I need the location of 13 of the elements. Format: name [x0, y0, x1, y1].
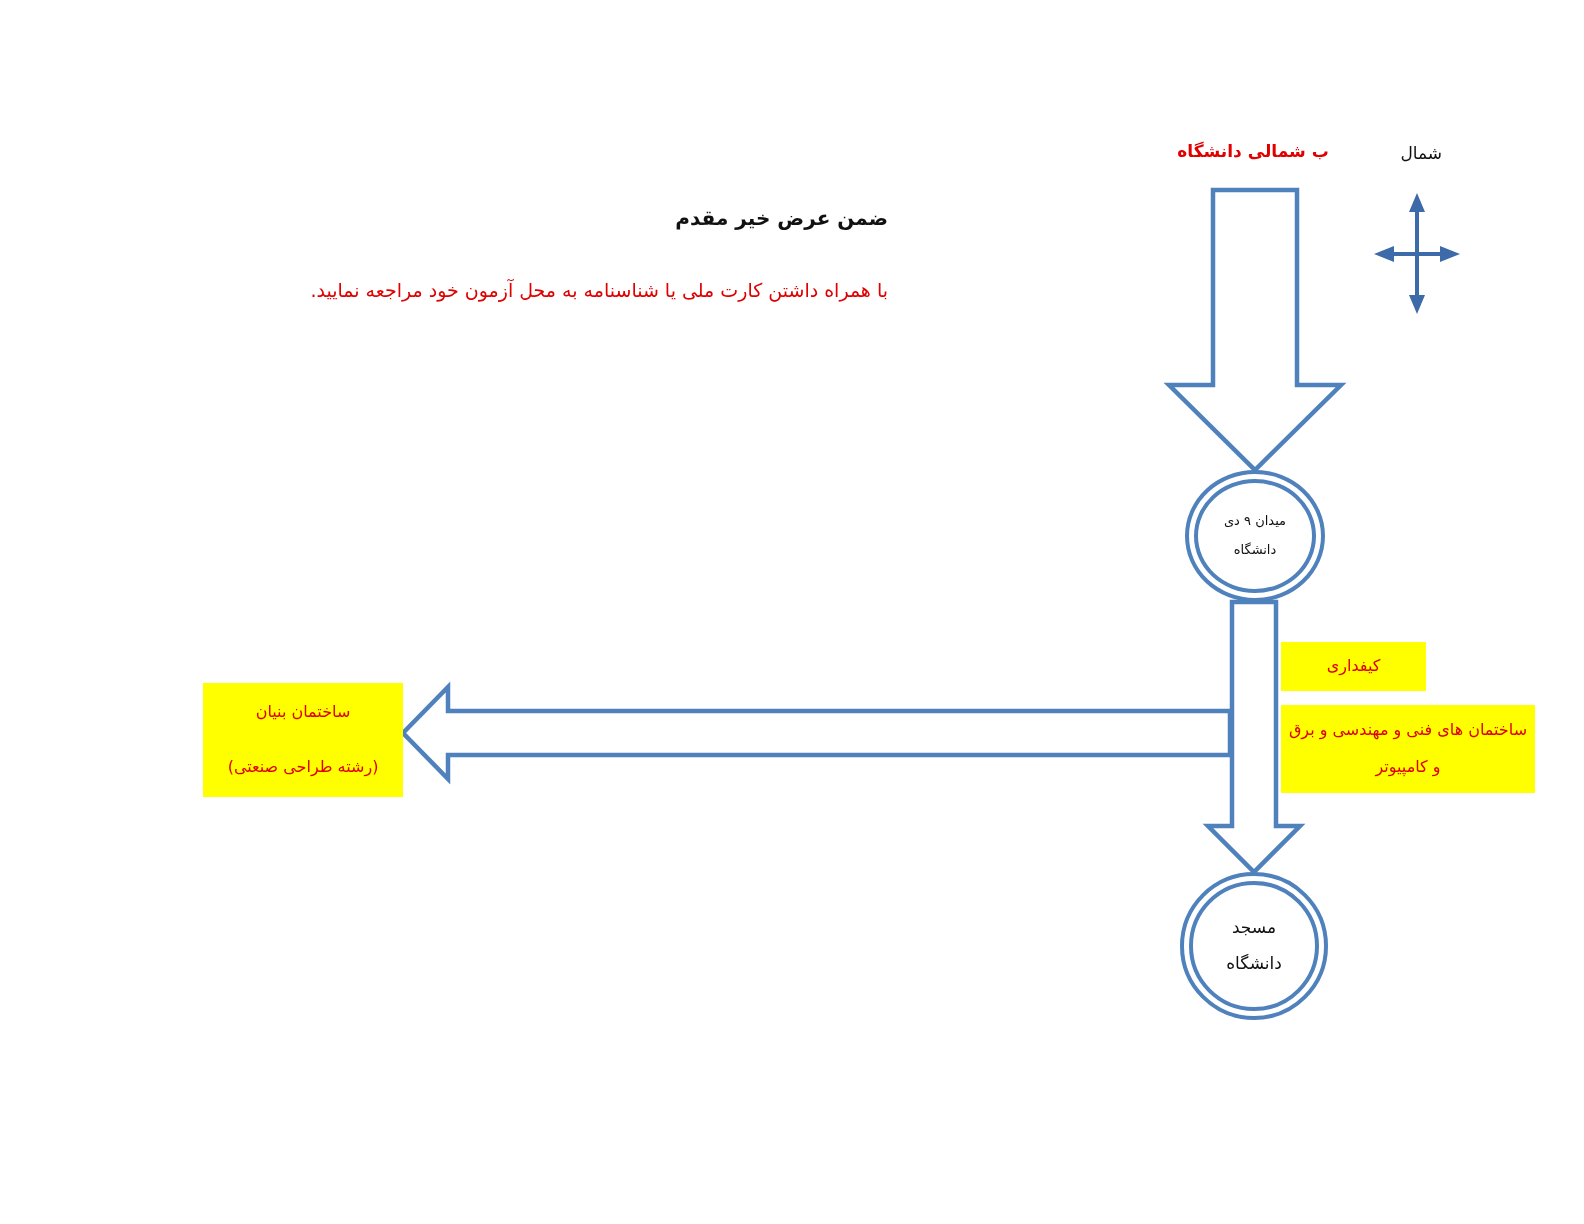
instruction-text: با همراه داشتن کارت ملی یا شناسنامه به محل آزمون خود مراجعه نمایید.: [310, 279, 888, 301]
building-label: [1281, 705, 1535, 793]
building-label: [203, 683, 403, 797]
node-text: میدان ۹ دی دانشگاه: [1222, 512, 1288, 559]
node-text: ب شمالی دانشگاه: [1177, 140, 1329, 163]
node-text: ساختمان بنیان: [255, 702, 351, 723]
node-text: ساختمان های فنی و مهندسی و برق و کامپیوتر: [1287, 719, 1529, 779]
node-text: کیفداری: [1326, 656, 1381, 677]
node-text: (رشته طراحی صنعتی): [227, 757, 379, 778]
building-label: [1281, 642, 1426, 691]
node-text: مسجد دانشگاه: [1225, 916, 1283, 975]
title: ضمن عرض خیر مقدم: [675, 206, 888, 230]
north-label: شمال: [1400, 143, 1442, 163]
